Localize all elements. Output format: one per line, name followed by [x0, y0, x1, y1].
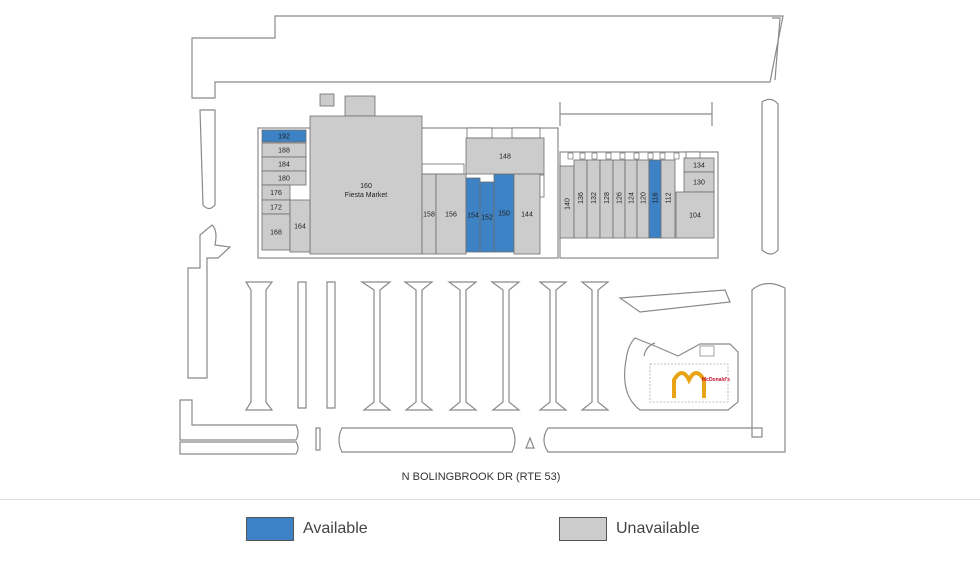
unit-130[interactable]: 130 — [683, 171, 715, 193]
unit-label: 132 — [591, 192, 598, 204]
unit-140[interactable]: 140 — [559, 165, 575, 239]
roof-tab — [647, 152, 654, 160]
unit-128[interactable]: 128 — [599, 159, 614, 239]
unit-label: 136 — [578, 192, 585, 204]
unit-label: 120 — [641, 192, 648, 204]
legend-available: Available — [246, 516, 368, 542]
unit-label: 156 — [445, 212, 457, 219]
roof-tab — [673, 152, 680, 160]
roof-tab — [591, 152, 598, 160]
mcdonalds-pad: McDonald's — [649, 345, 730, 403]
unit-134[interactable]: 134 — [683, 157, 715, 173]
roof-tab — [579, 152, 586, 160]
unit-168[interactable]: 168 — [261, 213, 291, 251]
unit-112[interactable]: 112 — [660, 159, 676, 239]
roof-tab — [659, 152, 666, 160]
unit-label: 116 — [653, 192, 660, 203]
unit-148[interactable]: 148 — [465, 137, 545, 175]
unit-104[interactable]: 104 — [675, 191, 715, 239]
unit-136[interactable]: 136 — [573, 159, 588, 239]
unit-126[interactable]: 126 — [612, 159, 626, 239]
site-plan-map: 160 Fiesta Market 1921881841801761721681… — [179, 15, 786, 483]
roof-tab — [619, 152, 626, 160]
unit-shape — [435, 173, 467, 255]
unit-172[interactable]: 172 — [261, 199, 291, 215]
unit-160-fiesta-market[interactable]: 160 Fiesta Market — [309, 115, 423, 255]
unit-label: 158 — [423, 212, 435, 219]
roof-tab — [633, 152, 640, 160]
legend-swatch-available — [246, 517, 294, 541]
roof-tab — [605, 152, 612, 160]
site-outlines — [179, 15, 786, 455]
unit-label: 168 — [270, 230, 282, 237]
unit-label: 184 — [278, 162, 290, 169]
unit-label: 188 — [278, 148, 290, 155]
unit-label: 150 — [498, 211, 510, 218]
mcdonalds-logo — [672, 371, 706, 398]
anchor-name: Fiesta Market — [345, 192, 387, 199]
legend-label-unavailable: Unavailable — [616, 520, 700, 537]
unit-shape — [675, 191, 715, 239]
unit-176[interactable]: 176 — [261, 184, 291, 201]
unit-120[interactable]: 120 — [636, 159, 650, 239]
unit-label: 152 — [481, 215, 493, 222]
mcdonalds-text: McDonald's — [702, 377, 730, 383]
unit-label: 164 — [294, 224, 306, 231]
unit-156[interactable]: 156 — [435, 173, 467, 255]
legend-label-available: Available — [303, 520, 368, 537]
unit-154[interactable]: 154 — [465, 177, 481, 253]
unit-label: 134 — [693, 163, 705, 170]
unit-label: 112 — [666, 192, 673, 203]
unit-label: 144 — [521, 212, 533, 219]
legend-unavailable: Unavailable — [559, 516, 700, 542]
unit-shape — [513, 173, 541, 255]
unit-152[interactable]: 152 — [479, 181, 495, 253]
parking-islands — [244, 281, 610, 411]
unit-188[interactable]: 188 — [261, 142, 307, 158]
unit-124[interactable]: 124 — [624, 159, 638, 239]
unit-label: 176 — [270, 190, 282, 197]
unit-184[interactable]: 184 — [261, 156, 307, 172]
unit-label: 104 — [689, 213, 701, 220]
unit-132[interactable]: 132 — [586, 159, 601, 239]
building-footprints — [257, 93, 719, 259]
unit-shape — [261, 129, 307, 143]
unit-label: 128 — [604, 192, 611, 204]
legend-swatch-unavailable — [559, 517, 607, 541]
street-label: N BOLINGBROOK DR (RTE 53) — [402, 471, 561, 483]
unit-label: 130 — [693, 180, 705, 187]
unit-label: 126 — [617, 192, 624, 204]
unit-150[interactable]: 150 — [493, 173, 515, 253]
unit-shape — [660, 159, 676, 239]
unit-label: 172 — [270, 205, 282, 212]
unit-180[interactable]: 180 — [261, 170, 307, 186]
unit-label: 192 — [278, 134, 290, 141]
unit-158[interactable]: 158 — [421, 173, 437, 255]
unit-label: 148 — [499, 154, 511, 161]
legend-divider — [0, 499, 980, 500]
unit-116[interactable]: 116 — [648, 159, 662, 239]
anchor-number: 160 — [360, 183, 372, 190]
unit-label: 180 — [278, 176, 290, 183]
unit-shape — [289, 199, 311, 253]
unit-shape — [465, 137, 545, 175]
unit-label: 140 — [565, 198, 572, 210]
unit-label: 124 — [629, 192, 636, 204]
unit-label: 154 — [467, 213, 479, 220]
roof-tab — [567, 152, 574, 160]
unit-192[interactable]: 192 — [261, 129, 307, 143]
unit-164[interactable]: 164 — [289, 199, 311, 253]
unit-144[interactable]: 144 — [513, 173, 541, 255]
